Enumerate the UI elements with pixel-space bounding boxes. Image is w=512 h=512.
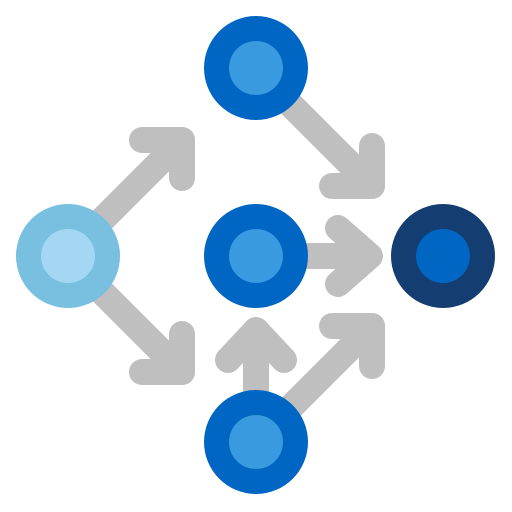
arrow-head [319,133,385,199]
arrow-top-to-target [277,91,385,199]
arrow-head [325,215,383,297]
arrow-bottom-to-target [277,313,385,421]
arrow-shaft [277,313,385,421]
source-node [16,204,120,308]
arrow-source-to-top [87,127,195,235]
arrow-head [129,127,195,191]
edges-layer [87,91,385,421]
center-node-core [229,229,283,283]
center-node [204,204,308,308]
arrow-shaft [87,277,195,385]
arrow-head [319,313,385,379]
arrow-head [129,321,195,385]
target-node [391,204,495,308]
arrow-head [215,317,297,373]
arrow-shaft [87,127,195,235]
top-node-core [229,41,283,95]
bottom-node [204,390,308,494]
top-node [204,16,308,120]
target-node-core [416,229,470,283]
arrow-bottom-to-center [215,317,297,411]
source-node-core [41,229,95,283]
nodes-layer [16,16,495,494]
arrow-shaft [277,91,385,199]
bottom-node-core [229,415,283,469]
arrow-center-to-target [287,215,383,297]
arrow-source-to-bottom [87,277,195,385]
